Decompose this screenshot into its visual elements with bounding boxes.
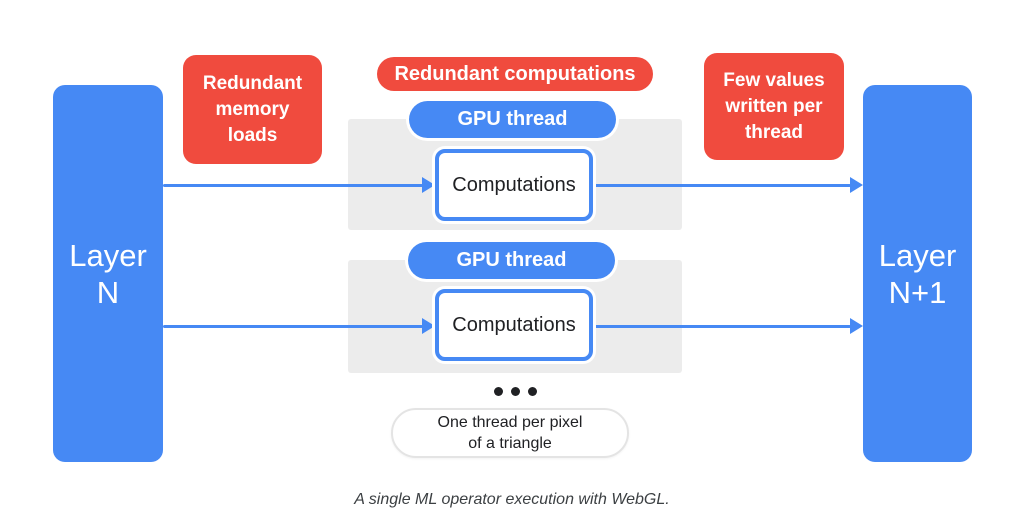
computations-box-2: Computations bbox=[435, 289, 593, 361]
layer-n-plus-1-box: Layer N+1 bbox=[863, 85, 972, 462]
arrow-line-layer-n-to-computations-1 bbox=[163, 184, 423, 187]
arrow-head-into-layer-n1-row1-icon bbox=[850, 177, 863, 193]
arrow-head-into-computations-2-icon bbox=[422, 318, 435, 334]
arrow-head-into-layer-n1-row2-icon bbox=[850, 318, 863, 334]
callout-few-values-written-per-thread: Few values written per thread bbox=[704, 53, 844, 160]
callout-redundant-memory-loads: Redundant memory loads bbox=[183, 55, 322, 164]
gpu-thread-pill-2: GPU thread bbox=[408, 242, 615, 279]
arrow-line-computations-1-to-layer-n1 bbox=[593, 184, 851, 187]
arrow-head-into-computations-1-icon bbox=[422, 177, 435, 193]
computations-box-1: Computations bbox=[435, 149, 593, 221]
arrow-line-computations-2-to-layer-n1 bbox=[593, 325, 851, 328]
ellipsis-dot bbox=[493, 387, 503, 396]
one-thread-per-pixel-note: One thread per pixel of a triangle bbox=[391, 408, 629, 458]
more-threads-ellipsis-icon bbox=[348, 387, 682, 396]
layer-n-label: Layer N bbox=[69, 237, 147, 310]
arrow-line-layer-n-to-computations-2 bbox=[163, 325, 423, 328]
gpu-thread-pill-1: GPU thread bbox=[409, 101, 616, 138]
layer-n-box: Layer N bbox=[53, 85, 163, 462]
callout-redundant-computations: Redundant computations bbox=[377, 57, 653, 91]
layer-n-plus-1-label: Layer N+1 bbox=[878, 237, 957, 310]
ellipsis-dot bbox=[527, 387, 537, 396]
ellipsis-dot bbox=[510, 387, 520, 396]
figure-caption: A single ML operator execution with WebG… bbox=[354, 491, 670, 508]
